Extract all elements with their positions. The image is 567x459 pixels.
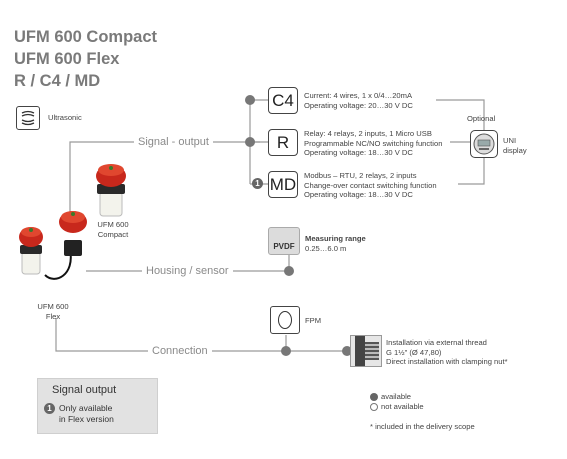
junction-dot-connection xyxy=(281,346,291,356)
product-title-flex: UFM 600 Flex xyxy=(14,50,120,68)
flex-label-line2: Flex xyxy=(45,311,61,321)
junction-dot-housing xyxy=(284,266,294,276)
not-available-dot xyxy=(370,403,378,411)
delivery-footnote: * included in the delivery scope xyxy=(370,422,475,431)
output-c4-code: C4 xyxy=(272,90,294,110)
output-c4-box[interactable]: C4 xyxy=(268,87,298,114)
thread-desc-line: G 1½" (Ø 47,80) xyxy=(386,347,442,357)
output-r-line: Programmable NC/NO switching function xyxy=(304,138,443,148)
junction-dot-r xyxy=(245,137,255,147)
output-r-box[interactable]: R xyxy=(268,129,298,156)
legend-title: Signal output xyxy=(52,384,117,396)
housing-pvdf-code: PVDF xyxy=(273,241,295,251)
junction-dot-c4 xyxy=(245,95,255,105)
output-md-desc: Modbus – RTU, 2 relays, 2 inputs Change-… xyxy=(304,171,437,200)
category-connection: Connection xyxy=(148,345,212,357)
uni-display-label-line2: display xyxy=(503,145,527,155)
output-r-code: R xyxy=(276,132,290,152)
output-md-line: Change-over contact switching function xyxy=(304,180,437,190)
category-housing-sensor: Housing / sensor xyxy=(142,265,233,277)
legend-text-line1: Only available xyxy=(59,403,113,413)
output-c4-line: Operating voltage: 20…30 V DC xyxy=(304,100,413,110)
junction-dot-thread xyxy=(342,346,352,356)
optional-label: Optional xyxy=(467,114,496,123)
flex-only-marker: 1 xyxy=(252,178,263,189)
legend-marker: 1 xyxy=(44,403,55,414)
output-r-desc: Relay: 4 relays, 2 inputs, 1 Micro USB P… xyxy=(304,129,442,158)
output-md-code: MD xyxy=(269,174,297,194)
available-label: available xyxy=(381,392,411,401)
compact-label-line1: UFM 600 xyxy=(97,220,129,229)
flex-label-line1: UFM 600 xyxy=(37,302,69,311)
category-signal-output: Signal - output xyxy=(134,136,213,148)
thread-desc: Installation via external thread G 1½" (… xyxy=(386,338,508,367)
thread-desc-line: Installation via external thread xyxy=(386,338,487,347)
output-c4-line: Current: 4 wires, 1 x 0/4…20mA xyxy=(304,91,413,100)
product-title-variants: R / C4 / MD xyxy=(14,72,101,90)
ultrasonic-label: Ultrasonic xyxy=(48,113,82,122)
thread-desc-line: Direct installation with clamping nut* xyxy=(386,357,508,366)
available-dot xyxy=(370,393,378,401)
thread-fitting-body xyxy=(355,336,365,366)
output-md-line: Operating voltage: 18…30 V DC xyxy=(304,190,413,199)
seal-fpm-label: FPM xyxy=(305,316,322,325)
signal-output-legend: Signal output 1 Only available in Flex v… xyxy=(37,378,158,434)
compact-label: UFM 600 Compact xyxy=(96,220,130,239)
ultrasonic-icon xyxy=(16,106,40,130)
compact-label-line2: Compact xyxy=(97,229,129,239)
uni-display-label-line1: UNI xyxy=(503,136,517,145)
product-title-compact: UFM 600 Compact xyxy=(14,28,158,46)
output-md-line: Modbus – RTU, 2 relays, 2 inputs xyxy=(304,171,417,180)
output-md-box[interactable]: MD xyxy=(268,171,298,198)
flex-label: UFM 600 Flex xyxy=(36,302,70,321)
seal-ring-icon xyxy=(278,311,292,329)
housing-desc: Measuring range 0.25…6.0 m xyxy=(305,234,366,253)
measuring-range-value: 0.25…6.0 m xyxy=(305,243,347,253)
output-r-line: Relay: 4 relays, 2 inputs, 1 Micro USB xyxy=(304,129,432,138)
uni-display-label: UNI display xyxy=(503,136,527,155)
housing-pvdf-box[interactable]: PVDF xyxy=(268,227,300,255)
output-r-line: Operating voltage: 18…30 V DC xyxy=(304,148,413,157)
legend-text: Only available in Flex version xyxy=(59,403,114,425)
not-available-label: not available xyxy=(381,402,424,411)
measuring-range-title: Measuring range xyxy=(305,234,366,243)
thread-fitting-thread xyxy=(365,342,379,360)
output-c4-desc: Current: 4 wires, 1 x 0/4…20mA Operating… xyxy=(304,91,413,110)
legend-text-line2: in Flex version xyxy=(59,414,114,424)
uni-display-icon[interactable] xyxy=(470,130,498,158)
thread-fitting-icon[interactable] xyxy=(350,335,382,367)
seal-fpm-box[interactable] xyxy=(270,306,300,334)
